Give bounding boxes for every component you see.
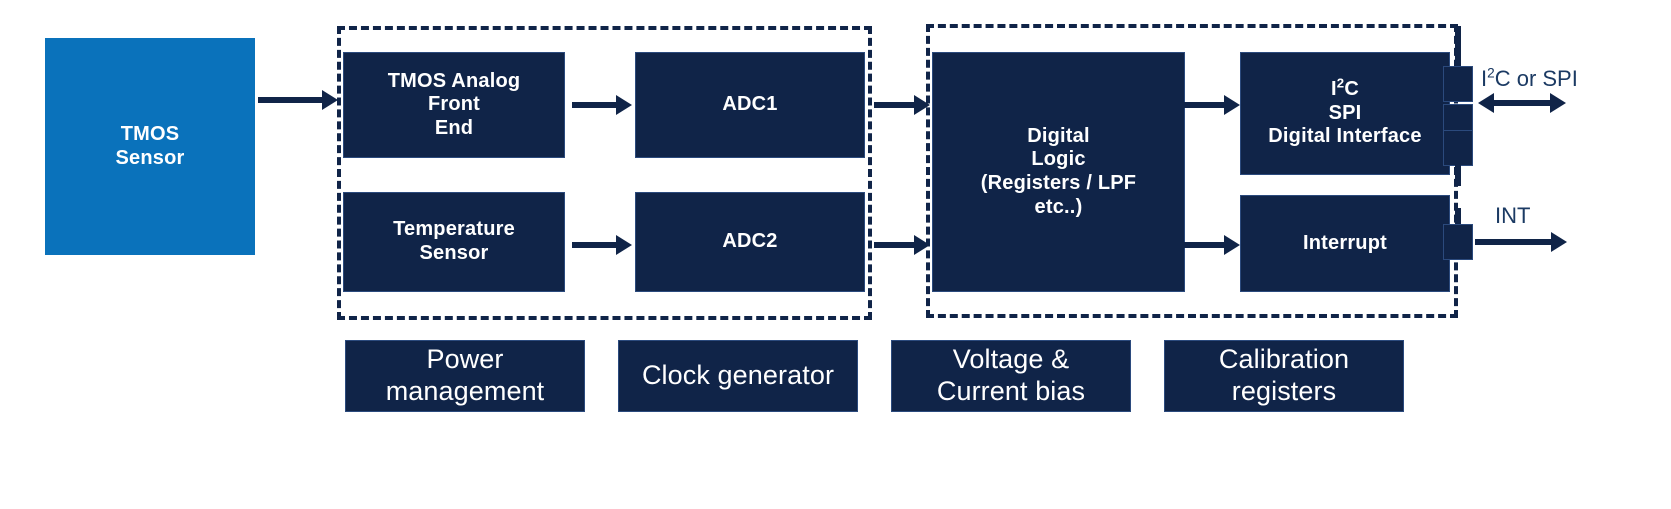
power-management-line2: management xyxy=(385,376,545,406)
block-calibration-registers[interactable]: Calibration registers xyxy=(1164,340,1404,412)
interface-line1: I2C xyxy=(1268,75,1421,102)
pad-i2c-spi-3[interactable] xyxy=(1443,130,1473,166)
block-adc1[interactable]: ADC1 xyxy=(635,52,865,158)
temp-line1: Temperature xyxy=(393,218,515,241)
calibration-registers-line2: registers xyxy=(1231,376,1337,406)
interface-superscript-2: 2 xyxy=(1336,75,1345,91)
pad-i2c-spi-1[interactable] xyxy=(1443,66,1473,102)
adc2-label: ADC2 xyxy=(722,230,778,253)
tmos-sensor-line1: TMOS xyxy=(120,122,180,145)
digital-logic-line2: Logic xyxy=(1031,148,1086,171)
pad-stem-int xyxy=(1455,208,1461,226)
voltage-current-bias-line1: Voltage & xyxy=(952,344,1070,375)
afe-line3: End xyxy=(434,116,474,139)
pad-int[interactable] xyxy=(1443,224,1473,260)
power-management-label: Power management xyxy=(386,344,545,408)
digital-logic-label: Digital Logic (Registers / LPF etc..) xyxy=(981,125,1136,219)
bus-label-i: I xyxy=(1481,66,1488,91)
block-adc2[interactable]: ADC2 xyxy=(635,192,865,292)
block-clock-generator[interactable]: Clock generator xyxy=(618,340,858,412)
block-voltage-current-bias[interactable]: Voltage & Current bias xyxy=(891,340,1131,412)
digital-interface-label: I2C SPI Digital Interface xyxy=(1268,75,1422,149)
block-digital-interface[interactable]: I2C SPI Digital Interface xyxy=(1240,52,1450,175)
calibration-registers-label: Calibration registers xyxy=(1219,344,1349,408)
afe-label: TMOS Analog Front End xyxy=(388,70,521,141)
voltage-current-bias-label: Voltage & Current bias xyxy=(937,344,1085,408)
digital-logic-line4: etc..) xyxy=(1034,195,1083,218)
tmos-sensor-line2: Sensor xyxy=(115,146,185,169)
block-tmos-sensor[interactable]: TMOS Sensor xyxy=(45,38,255,255)
interface-line2: SPI xyxy=(1328,101,1362,124)
block-tmos-analog-front-end[interactable]: TMOS Analog Front End xyxy=(343,52,565,158)
analog-section-boundary xyxy=(337,26,872,320)
label-i2c-or-spi: I2C or SPI xyxy=(1481,66,1578,92)
block-tmos-sensor-label: TMOS Sensor xyxy=(115,123,184,170)
digital-logic-line3: (Registers / LPF xyxy=(980,172,1137,194)
adc1-label: ADC1 xyxy=(722,93,778,116)
block-temperature-sensor[interactable]: Temperature Sensor xyxy=(343,192,565,292)
temperature-sensor-label: Temperature Sensor xyxy=(393,218,515,265)
pad-stem-middle xyxy=(1455,164,1461,186)
digital-logic-line1: Digital xyxy=(1027,124,1090,147)
temp-line2: Sensor xyxy=(419,242,489,264)
label-int: INT xyxy=(1495,203,1531,228)
interface-i: I xyxy=(1331,78,1337,101)
clock-generator-label: Clock generator xyxy=(642,360,834,392)
voltage-current-bias-line2: Current bias xyxy=(936,376,1086,406)
block-interrupt[interactable]: Interrupt xyxy=(1240,195,1450,292)
interface-c: C xyxy=(1344,78,1359,101)
afe-line2: Front xyxy=(427,93,481,116)
block-digital-logic[interactable]: Digital Logic (Registers / LPF etc..) xyxy=(932,52,1185,292)
clock-generator-line1: Clock generator xyxy=(641,360,835,391)
block-power-management[interactable]: Power management xyxy=(345,340,585,412)
interrupt-label: Interrupt xyxy=(1302,231,1388,254)
calibration-registers-line1: Calibration xyxy=(1218,344,1350,375)
pad-stem-top xyxy=(1455,26,1461,66)
interface-line3: Digital Interface xyxy=(1268,125,1422,148)
bus-label-superscript-2: 2 xyxy=(1487,65,1495,81)
afe-line1: TMOS Analog xyxy=(387,69,521,92)
power-management-line1: Power xyxy=(426,344,504,375)
bus-label-rest: C or SPI xyxy=(1494,66,1578,91)
